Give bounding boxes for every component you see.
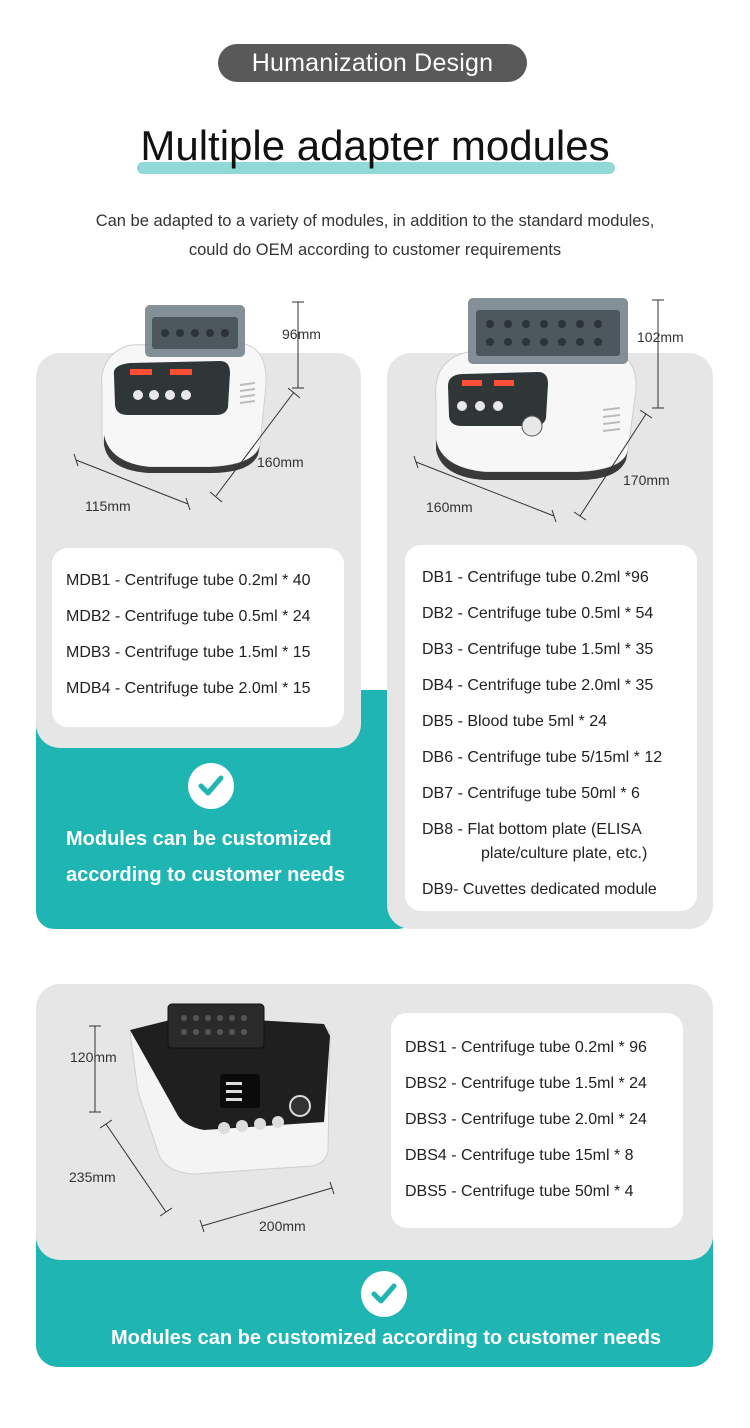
small-depth-label: 160mm [257, 454, 304, 470]
module-item: DB8 - Flat bottom plate (ELISA [422, 821, 642, 838]
page-title: Multiple adapter modules [140, 122, 610, 169]
module-item: MDB4 - Centrifuge tube 2.0ml * 15 [66, 680, 311, 697]
small-modules-card: MDB1 - Centrifuge tube 0.2ml * 40 MDB2 -… [52, 548, 344, 727]
small-height-label: 96mm [282, 326, 321, 342]
large-modules-card: DB1 - Centrifuge tube 0.2ml *96 DB2 - Ce… [405, 545, 697, 911]
small-width-label: 115mm [85, 498, 131, 514]
customize-line-1: Modules can be customized [66, 828, 332, 850]
shaker-modules-card: DBS1 - Centrifuge tube 0.2ml * 96 DBS2 -… [391, 1013, 683, 1228]
module-item: MDB2 - Centrifuge tube 0.5ml * 24 [66, 608, 311, 625]
large-height-label: 102mm [637, 329, 684, 345]
module-item: DB5 - Blood tube 5ml * 24 [422, 713, 607, 730]
module-item: MDB3 - Centrifuge tube 1.5ml * 15 [66, 644, 311, 661]
shaker-height-dimension-line [89, 1025, 101, 1113]
module-item: DBS4 - Centrifuge tube 15ml * 8 [405, 1147, 634, 1164]
customize-text-bottom: Modules can be customized according to c… [110, 1327, 662, 1349]
large-width-dimension-line [413, 456, 557, 522]
shaker-depth-label: 235mm [69, 1169, 116, 1185]
module-item: DB3 - Centrifuge tube 1.5ml * 35 [422, 641, 654, 658]
large-height-dimension-line [652, 299, 664, 409]
small-width-dimension-line [73, 453, 191, 511]
small-depth-dimension-line [209, 388, 300, 503]
section-pill: Humanization Design [218, 44, 527, 82]
module-item-continued: plate/culture plate, etc.) [481, 845, 648, 862]
shaker-depth-dimension-line [100, 1119, 172, 1217]
module-item: DB9- Cuvettes dedicated module [422, 881, 657, 898]
large-width-label: 160mm [426, 499, 473, 515]
module-item: DBS3 - Centrifuge tube 2.0ml * 24 [405, 1111, 647, 1128]
module-item: DB4 - Centrifuge tube 2.0ml * 35 [422, 677, 654, 694]
title-underline [137, 162, 615, 174]
customize-text-top: Modules can be customized according to c… [66, 821, 345, 893]
module-item: DBS1 - Centrifuge tube 0.2ml * 96 [405, 1039, 647, 1056]
title-wrap: Multiple adapter modules [0, 122, 750, 170]
module-item: DB1 - Centrifuge tube 0.2ml *96 [422, 569, 649, 586]
shaker-height-label: 120mm [70, 1049, 117, 1065]
small-dry-bath-image [101, 305, 267, 473]
module-item: DBS2 - Centrifuge tube 1.5ml * 24 [405, 1075, 647, 1092]
module-item: DB6 - Centrifuge tube 5/15ml * 12 [422, 749, 663, 766]
shaker-width-label: 200mm [259, 1218, 306, 1234]
large-depth-dimension-line [573, 410, 652, 521]
module-item: DBS5 - Centrifuge tube 50ml * 4 [405, 1183, 634, 1200]
large-depth-label: 170mm [623, 472, 670, 488]
small-height-dimension-line [292, 301, 304, 389]
subtitle: Can be adapted to a variety of modules, … [0, 207, 750, 265]
module-item: DB7 - Centrifuge tube 50ml * 6 [422, 785, 640, 802]
module-item: MDB1 - Centrifuge tube 0.2ml * 40 [66, 572, 311, 589]
large-dry-bath-image [435, 298, 637, 480]
check-circle-icon [188, 763, 234, 809]
subtitle-line-1: Can be adapted to a variety of modules, … [95, 212, 655, 230]
shaker-width-dimension-line [199, 1181, 335, 1232]
shaker-dry-bath-image [129, 1003, 331, 1175]
customize-line-2: according to customer needs [66, 864, 345, 886]
module-item: DB2 - Centrifuge tube 0.5ml * 54 [422, 605, 654, 622]
check-circle-icon [361, 1271, 407, 1317]
subtitle-line-2: could do OEM according to customer requi… [188, 241, 562, 259]
